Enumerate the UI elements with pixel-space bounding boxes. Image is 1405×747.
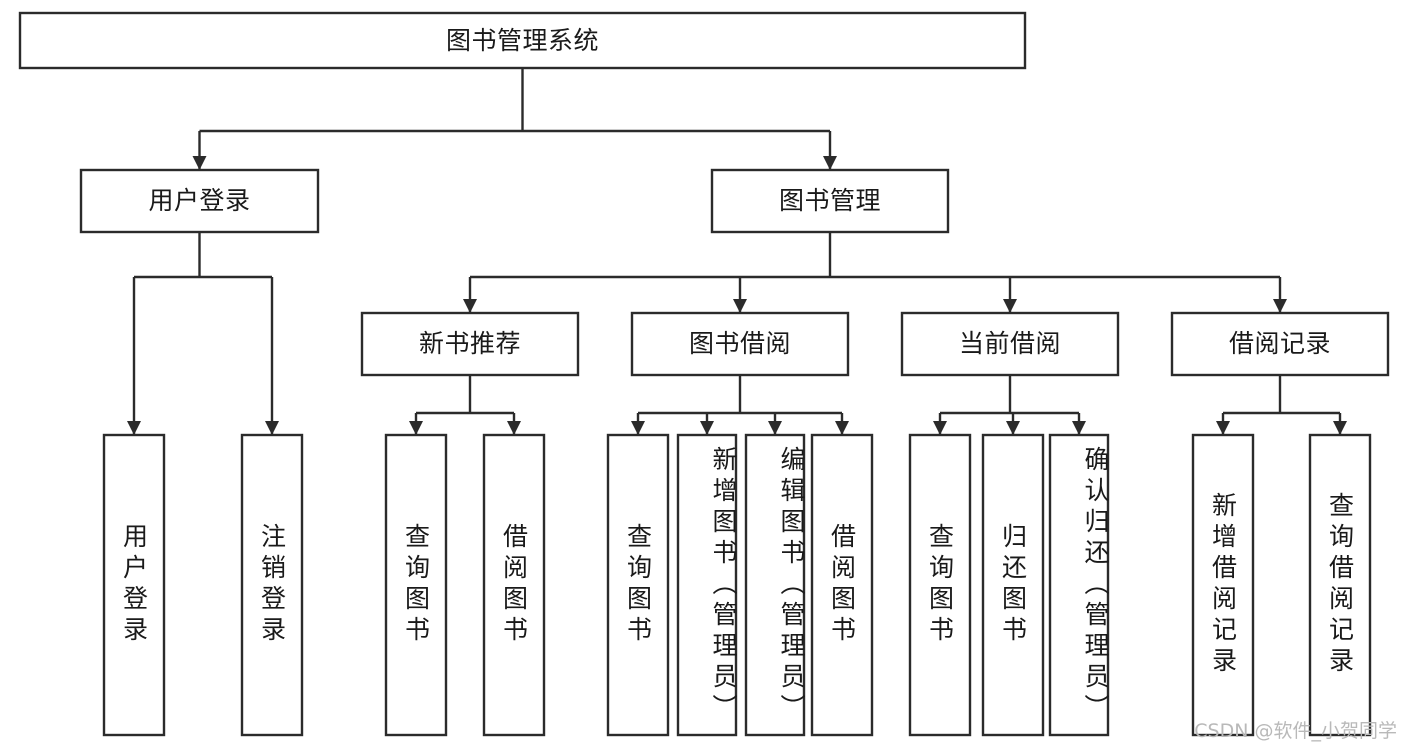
watermark: CSDN @软件_小贺同学 <box>1194 720 1397 742</box>
node-box-leaf-user-login <box>102 433 166 737</box>
node-label-leaf-edit-book[interactable]: 编辑图书（管理员） <box>777 445 806 725</box>
arrow-head-leaf-return-book <box>1006 421 1020 435</box>
node-box-user-login <box>79 168 320 234</box>
arrow-head-leaf-borrow-book-2 <box>835 421 849 435</box>
node-box-leaf-query-record <box>1308 433 1372 737</box>
arrow-head-current-borrow <box>1003 299 1017 313</box>
node-label-leaf-query-book-1[interactable]: 查询图书 <box>401 523 431 647</box>
node-box-book-manage <box>710 168 950 234</box>
node-box-leaf-add-book <box>676 433 738 737</box>
arrow-head-leaf-add-book <box>700 421 714 435</box>
arrow-head-new-book-rec <box>463 299 477 313</box>
arrow-head-book-borrow <box>733 299 747 313</box>
arrow-head-leaf-query-book-1 <box>409 421 423 435</box>
arrow-head-leaf-logout <box>265 421 279 435</box>
node-label-root[interactable]: 图书管理系统 <box>445 25 599 55</box>
node-label-borrow-record[interactable]: 借阅记录 <box>1228 329 1331 359</box>
node-box-book-borrow <box>630 311 850 377</box>
node-label-leaf-borrow-book-2[interactable]: 借阅图书 <box>827 523 857 647</box>
node-box-borrow-record <box>1170 311 1390 377</box>
arrow-head-leaf-query-book-3 <box>933 421 947 435</box>
arrow-head-leaf-confirm-return <box>1072 421 1086 435</box>
node-label-user-login[interactable]: 用户登录 <box>148 186 251 216</box>
node-box-leaf-query-book-3 <box>908 433 972 737</box>
node-label-book-manage[interactable]: 图书管理 <box>778 186 881 216</box>
node-label-leaf-return-book[interactable]: 归还图书 <box>998 523 1028 647</box>
edges-layer <box>127 68 1347 435</box>
arrow-head-user-login <box>192 156 207 170</box>
node-box-new-book-rec <box>360 311 580 377</box>
node-box-leaf-borrow-book-2 <box>810 433 874 737</box>
node-box-leaf-return-book <box>981 433 1045 737</box>
arrow-head-leaf-query-book-2 <box>631 421 645 435</box>
node-label-new-book-rec[interactable]: 新书推荐 <box>418 329 521 359</box>
node-label-leaf-user-login[interactable]: 用户登录 <box>119 523 149 647</box>
node-label-leaf-confirm-return[interactable]: 确认归还（管理员） <box>1081 445 1110 725</box>
node-box-leaf-logout <box>240 433 304 737</box>
node-label-leaf-borrow-book-1[interactable]: 借阅图书 <box>499 523 529 647</box>
node-label-leaf-query-book-3[interactable]: 查询图书 <box>925 523 955 647</box>
arrow-head-leaf-query-record <box>1333 421 1347 435</box>
node-label-current-borrow[interactable]: 当前借阅 <box>958 329 1061 359</box>
node-box-leaf-confirm-return <box>1048 433 1110 737</box>
node-box-leaf-borrow-book-1 <box>482 433 546 737</box>
arrow-head-leaf-edit-book <box>768 421 782 435</box>
arrow-head-leaf-add-record <box>1216 421 1230 435</box>
arrow-head-leaf-user-login <box>127 421 141 435</box>
boxes-layer <box>18 11 1390 737</box>
arrow-head-leaf-borrow-book-1 <box>507 421 521 435</box>
node-box-leaf-add-record <box>1191 433 1255 737</box>
node-box-current-borrow <box>900 311 1120 377</box>
arrow-head-borrow-record <box>1273 299 1287 313</box>
node-box-leaf-query-book-2 <box>606 433 670 737</box>
node-box-root <box>18 11 1027 70</box>
node-box-leaf-query-book-1 <box>384 433 448 737</box>
node-label-leaf-query-record[interactable]: 查询借阅记录 <box>1325 492 1355 678</box>
node-box-leaf-edit-book <box>744 433 806 737</box>
node-label-leaf-logout[interactable]: 注销登录 <box>257 523 287 647</box>
node-label-leaf-add-record[interactable]: 新增借阅记录 <box>1208 492 1238 678</box>
node-label-leaf-query-book-2[interactable]: 查询图书 <box>623 523 653 647</box>
node-label-leaf-add-book[interactable]: 新增图书（管理员） <box>709 445 738 725</box>
node-label-book-borrow[interactable]: 图书借阅 <box>688 329 791 359</box>
arrow-head-book-manage <box>823 156 837 170</box>
